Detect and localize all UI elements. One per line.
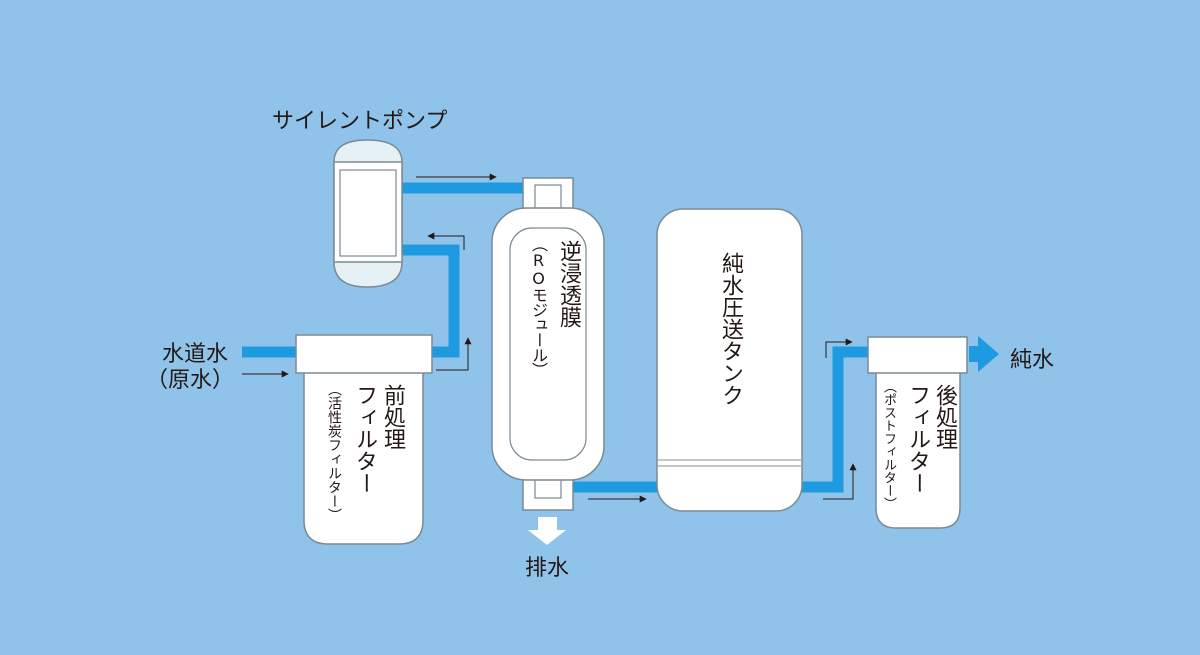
prefilter-body: [303, 371, 424, 545]
prefilter-title: 前処理 フィルター: [352, 384, 405, 494]
ro-title: 逆浸透膜: [556, 240, 581, 328]
silent-pump: [333, 139, 403, 288]
tank-label: 純水圧送タンク: [718, 252, 743, 406]
flow-arrow-tank-up: [823, 463, 857, 500]
prefilter-unit: [295, 334, 433, 545]
postfilter-unit: [867, 336, 968, 529]
raw-water-label: 水道水: [162, 342, 229, 367]
output-arrow: [969, 336, 999, 372]
raw-water-sublabel: （原水）: [146, 368, 235, 393]
postfilter-cap: [867, 336, 968, 374]
ro-note: （ROモジュール）: [529, 236, 548, 377]
prefilter-note: （活性炭フィルター）: [326, 382, 342, 522]
drain-label: 排水: [525, 556, 570, 581]
pipe-tank-to-postfilter: [801, 346, 870, 493]
flow-arrow-to-postfilter: [825, 338, 853, 358]
postfilter-body: [875, 371, 961, 529]
pipe-prefilter-to-pump: [402, 244, 460, 358]
postfilter-note: （ポストフィルター）: [881, 380, 896, 510]
ro-module: [491, 177, 605, 511]
postfilter-title: 後処理 フィルター: [905, 384, 957, 494]
pressure-tank: [656, 208, 803, 512]
flow-arrow-prefilter-up: [436, 337, 472, 371]
output-label: 純水: [1010, 348, 1055, 373]
flow-arrow-to-pump: [427, 232, 465, 250]
prefilter-cap: [295, 334, 433, 374]
pump-label: サイレントポンプ: [272, 109, 448, 134]
drain-arrow: [528, 517, 566, 545]
ro-inner: [509, 227, 587, 461]
